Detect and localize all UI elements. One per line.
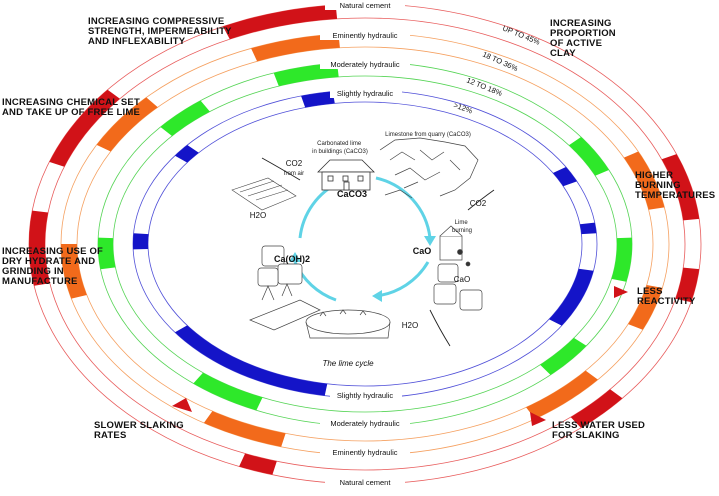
segment-orange-2 bbox=[61, 244, 87, 299]
segment-red-1 bbox=[49, 89, 120, 167]
lime-burning-line-2: burning bbox=[452, 228, 472, 234]
segment-red-4 bbox=[675, 267, 700, 303]
lime-cycle-illustration: CaCO3 CaO Ca(OH)2 CO2 from air CO2 H2O H… bbox=[231, 132, 495, 368]
percentage-labels: UP TO 45% 18 TO 36% 12 TO 18% >12% bbox=[452, 24, 541, 116]
label-compressive-strength: INCREASING COMPRESSIVE STRENGTH, IMPERME… bbox=[88, 16, 232, 47]
pointer-less-water bbox=[530, 412, 546, 426]
label-active-clay: INCREASING PROPORTION OF ACTIVE CLAY bbox=[550, 18, 616, 59]
ring-line-3 bbox=[76, 46, 654, 442]
lime-tubs-illustration bbox=[257, 245, 483, 311]
ring-label-slight-top: Slightly hydraulic bbox=[337, 89, 394, 98]
segment-green-5 bbox=[540, 337, 587, 375]
segment-red-3 bbox=[661, 154, 700, 221]
segment-blue-2 bbox=[133, 233, 149, 250]
cao-label: CaO bbox=[413, 246, 432, 256]
h2o-bottom-label: H2O bbox=[402, 321, 418, 330]
segment-orange-3 bbox=[623, 151, 665, 210]
kiln-illustration bbox=[439, 225, 471, 267]
segment-blue-6 bbox=[175, 325, 328, 396]
ring-label-moderate-top: Moderately hydraulic bbox=[330, 60, 399, 69]
brick-stack-illustration bbox=[231, 177, 297, 211]
pct-blue: >12% bbox=[452, 100, 474, 115]
label-less-reactivity: LESS REACTIVITY bbox=[637, 286, 696, 307]
ring-label-natural-cement-bottom: Natural cement bbox=[340, 478, 392, 487]
ring-line-7 bbox=[147, 101, 583, 387]
segment-blue-1 bbox=[175, 145, 199, 163]
label-chemical-set: INCREASING CHEMICAL SET AND TAKE UP OF F… bbox=[2, 97, 140, 118]
lime-burning-line-1: Lime bbox=[455, 220, 469, 226]
segment-orange-1 bbox=[96, 97, 158, 152]
label-higher-burning: HIGHER BURNING TEMPERATURES bbox=[635, 170, 716, 201]
side-pointers bbox=[172, 286, 628, 426]
from-air-label: from air bbox=[284, 171, 304, 177]
segment-green-6 bbox=[193, 372, 263, 411]
segment-blue-4 bbox=[579, 222, 597, 235]
ring-label-moderate-bottom: Moderately hydraulic bbox=[330, 419, 399, 428]
pointer-slower-slaking bbox=[172, 398, 192, 412]
segment-orange-0 bbox=[251, 33, 340, 62]
cao-right-label: CaO bbox=[454, 275, 470, 284]
caoh2-label: Ca(OH)2 bbox=[274, 254, 310, 264]
segment-green-4 bbox=[611, 237, 632, 282]
segment-orange-6 bbox=[203, 411, 286, 447]
house-illustration bbox=[317, 159, 375, 191]
lime-cycle-caption: The lime cycle bbox=[322, 359, 374, 368]
carbonated-line-2: in buildings (CaCO3) bbox=[312, 149, 368, 155]
segment-orange-5 bbox=[526, 370, 598, 419]
segment-red-2 bbox=[29, 210, 50, 286]
ring-label-eminent-top: Eminently hydraulic bbox=[332, 31, 397, 40]
segment-red-0 bbox=[223, 4, 338, 40]
h2o-left-label: H2O bbox=[250, 211, 266, 220]
label-slower-slaking: SLOWER SLAKING RATES bbox=[94, 420, 184, 441]
segment-blue-0 bbox=[301, 91, 335, 108]
label-less-water: LESS WATER USED FOR SLAKING bbox=[552, 420, 646, 441]
flow-arrows bbox=[261, 157, 495, 347]
ring-labels: Natural cement Eminently hydraulic Moder… bbox=[320, 0, 410, 487]
segment-orange-4 bbox=[628, 285, 663, 330]
segment-green-2 bbox=[98, 237, 116, 270]
quarry-illustration bbox=[379, 137, 479, 199]
ring-label-natural-cement-top: Natural cement bbox=[340, 1, 392, 10]
pointer-less-reactivity bbox=[614, 286, 628, 298]
ring-label-slight-bottom: Slightly hydraulic bbox=[337, 391, 394, 400]
carbonated-line-1: Carbonated lime bbox=[317, 141, 362, 147]
label-dry-hydrate: INCREASING USE OF DRY HYDRATE AND GRINDI… bbox=[2, 246, 104, 287]
ring-segments bbox=[29, 4, 700, 475]
ring-label-eminent-bottom: Eminently hydraulic bbox=[332, 448, 397, 457]
pct-red: UP TO 45% bbox=[501, 24, 541, 47]
limestone-label: Limestone from quarry (CaCO3) bbox=[385, 132, 471, 138]
slaking-pit-illustration bbox=[249, 283, 391, 339]
lime-burning-label: Lime burning bbox=[452, 220, 472, 234]
carbonated-lime-label: Carbonated lime in buildings (CaCO3) bbox=[312, 141, 368, 155]
co2-air-label: CO2 bbox=[286, 159, 303, 168]
co2-right-label: CO2 bbox=[470, 199, 487, 208]
pct-green: 12 TO 18% bbox=[465, 76, 504, 99]
segment-red-6 bbox=[239, 453, 277, 475]
segment-green-1 bbox=[160, 100, 210, 136]
segment-blue-5 bbox=[549, 268, 594, 326]
caco3-label: CaCO3 bbox=[337, 189, 367, 199]
segment-blue-3 bbox=[552, 167, 577, 187]
segment-red-5 bbox=[570, 389, 623, 428]
segment-green-3 bbox=[568, 137, 609, 176]
